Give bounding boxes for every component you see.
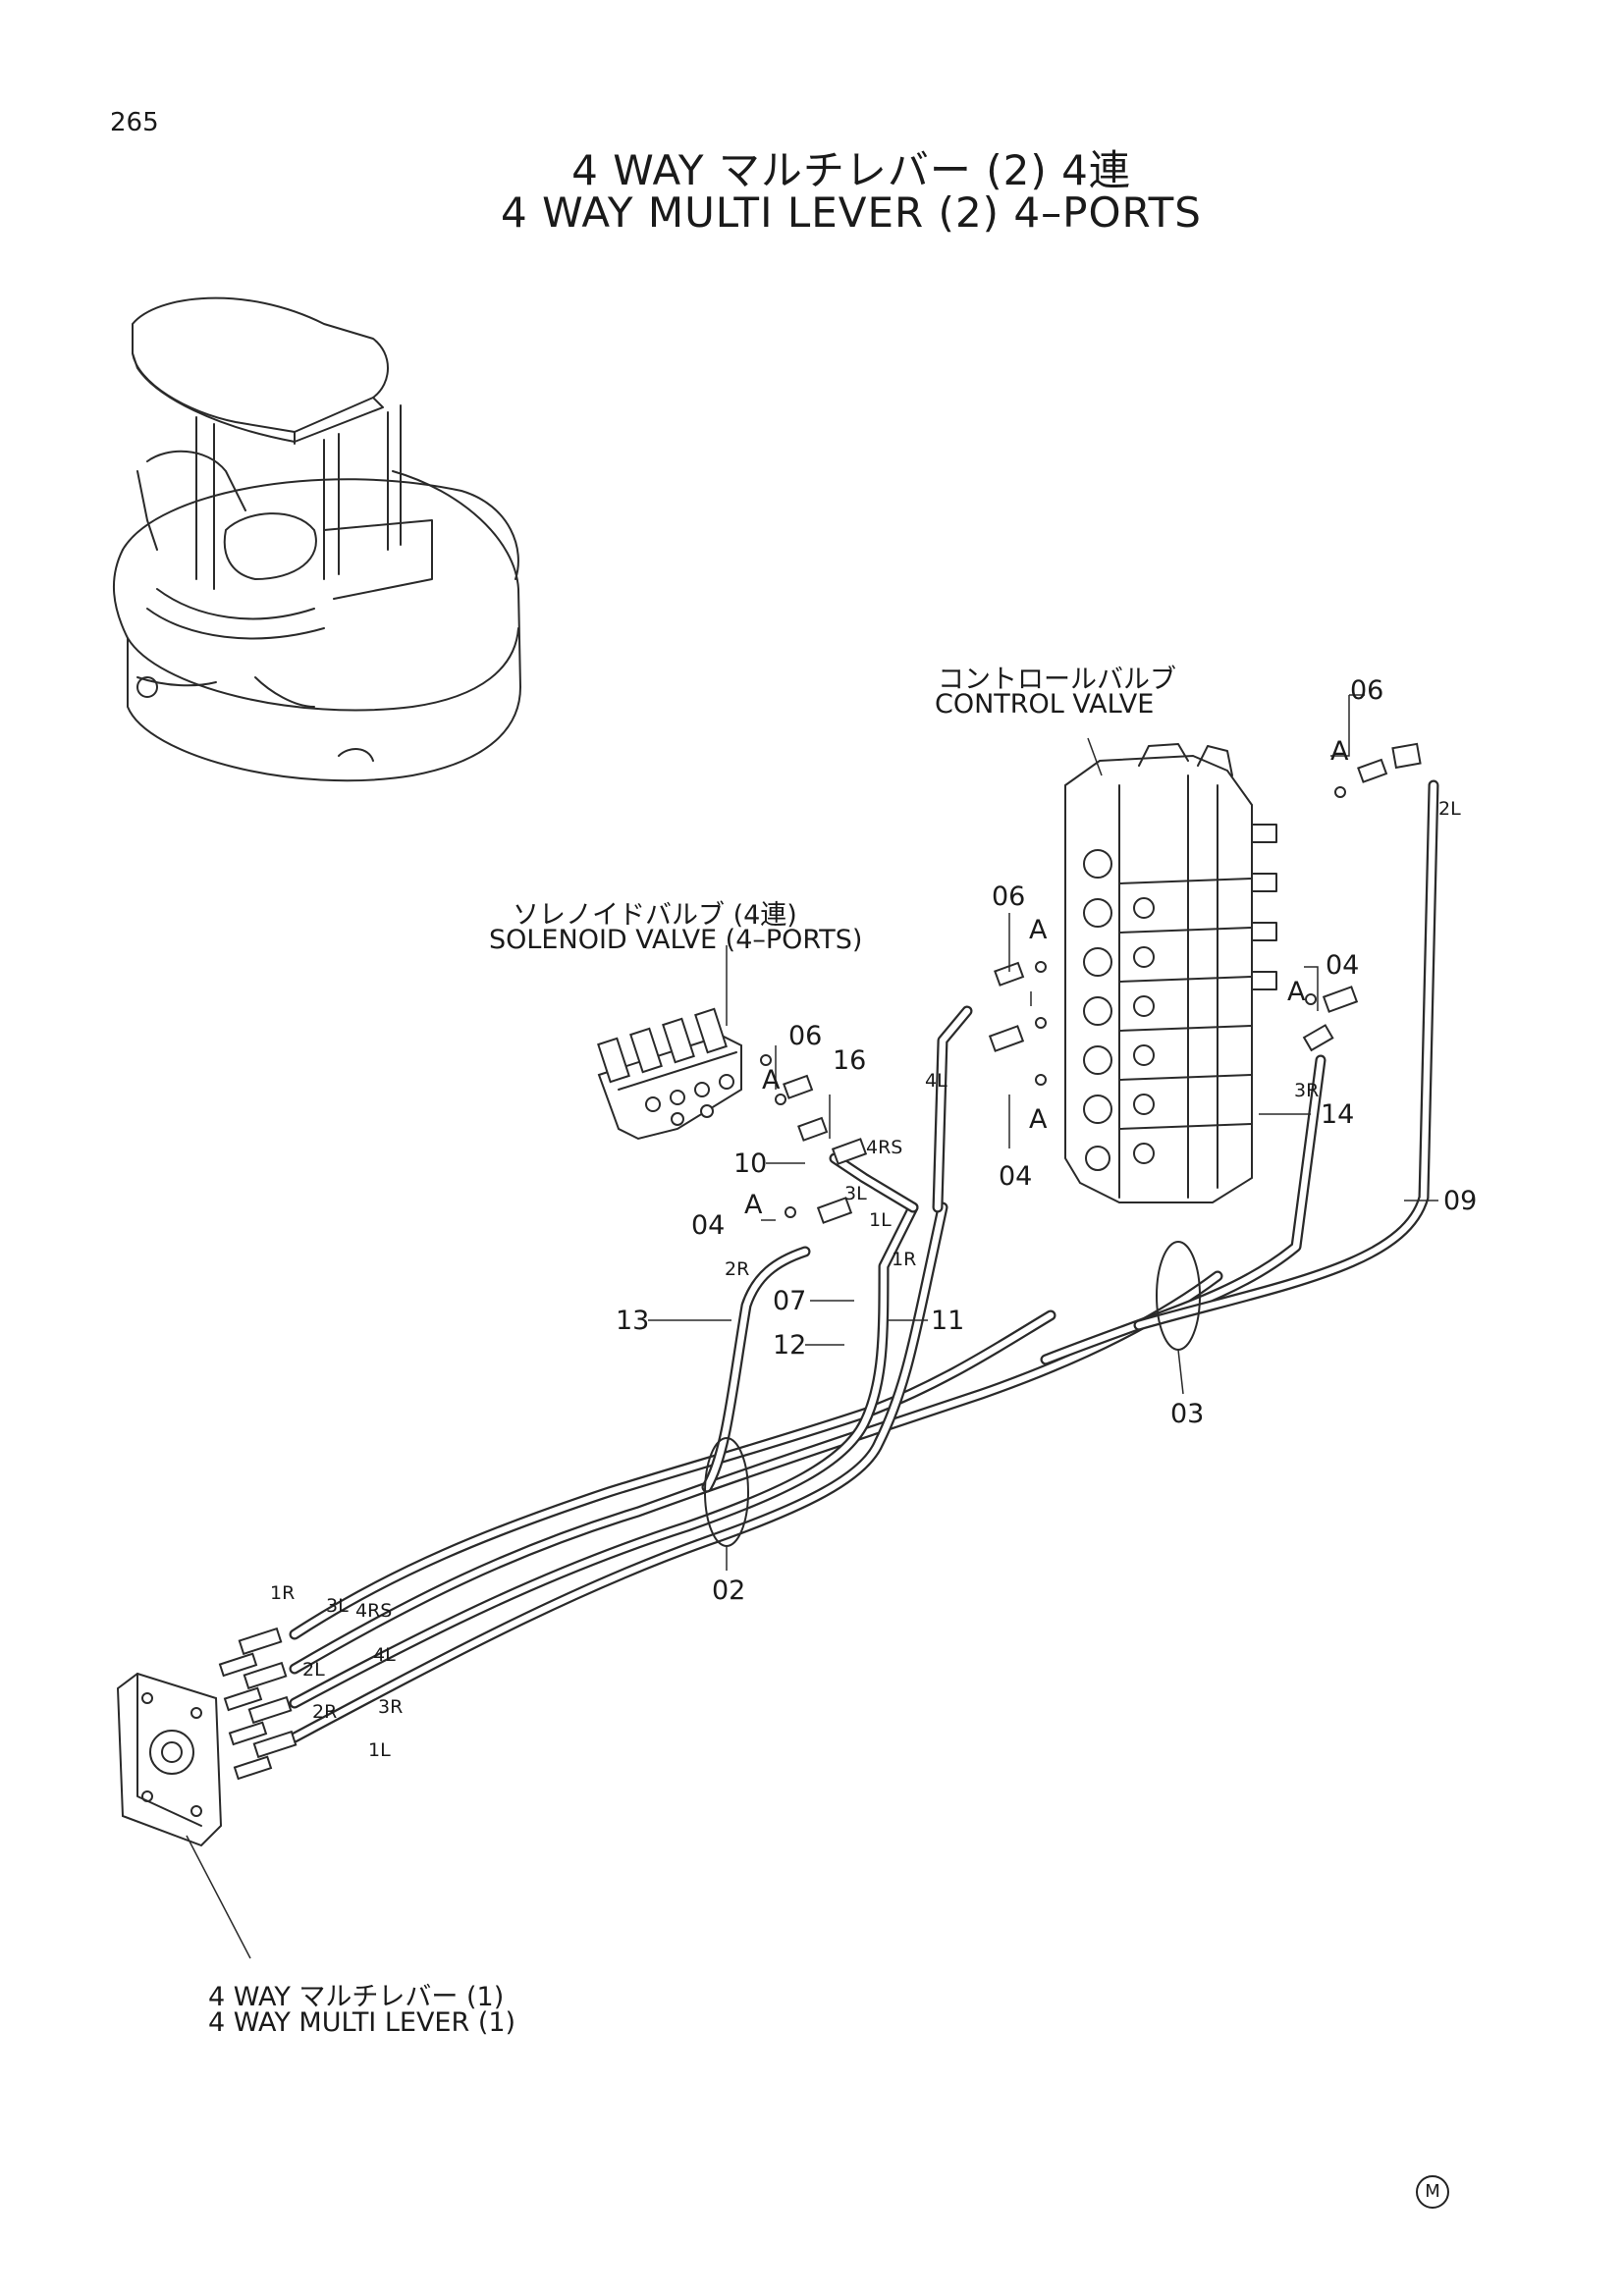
solenoid-valve-label-english: SOLENOID VALVE (4–PORTS) [489, 925, 863, 955]
port-label-3l: 3L [326, 1595, 349, 1617]
control-valve-illustration [1064, 737, 1277, 1203]
part-number-12: 12 [773, 1330, 807, 1361]
port-label-4rs: 4RS [866, 1137, 903, 1158]
detail-mark-a: A [762, 1065, 781, 1095]
part-number-09: 09 [1443, 1186, 1478, 1216]
hose-clamps [704, 1241, 1201, 1571]
control-valve-label-english: CONTROL VALVE [935, 689, 1155, 720]
port-label-2r: 2R [312, 1701, 338, 1723]
part-number-04: 04 [691, 1210, 726, 1241]
solenoid-valve-label-japanese: ソレノイドバルブ (4連) [513, 900, 797, 931]
part-number-07: 07 [773, 1286, 807, 1316]
part-number-13: 13 [616, 1306, 650, 1336]
port-label-1r: 1R [892, 1249, 917, 1270]
solenoid-valve-illustration [597, 945, 742, 1141]
hose-bundle [289, 779, 1439, 1743]
page-title-english: 4 WAY MULTI LEVER (2) 4–PORTS [501, 188, 1202, 237]
port-label-2r: 2R [725, 1258, 750, 1280]
port-label-2l: 2L [302, 1659, 325, 1681]
port-label-3r: 3R [1294, 1080, 1320, 1101]
part-number-10: 10 [733, 1148, 768, 1179]
part-number-14: 14 [1321, 1099, 1355, 1130]
part-number-02: 02 [712, 1575, 746, 1606]
detail-mark-a: A [1330, 736, 1349, 767]
part-number-11: 11 [931, 1306, 965, 1336]
part-number-06: 06 [992, 881, 1026, 912]
part-number-06: 06 [1350, 675, 1384, 706]
manufacturer-mark: M [1416, 2175, 1449, 2209]
port-label-3l: 3L [844, 1183, 867, 1204]
page-number: 265 [110, 108, 159, 137]
detail-mark-a: A [744, 1190, 763, 1220]
port-label-4l: 4L [925, 1070, 947, 1092]
part-number-04: 04 [1326, 950, 1360, 981]
detail-mark-a: A [1029, 915, 1048, 945]
multi-lever-block-illustration [116, 1672, 251, 1959]
port-label-4l: 4L [373, 1644, 396, 1666]
detail-mark-a: A [1287, 977, 1306, 1007]
part-number-16: 16 [833, 1045, 867, 1076]
port-label-1r: 1R [270, 1582, 296, 1604]
port-label-2l: 2L [1438, 798, 1461, 820]
fittings [218, 742, 1422, 1781]
port-label-1l: 1L [869, 1209, 892, 1231]
leader-lines [648, 694, 1438, 1346]
port-label-3r: 3R [378, 1696, 404, 1718]
part-number-04: 04 [999, 1161, 1033, 1192]
part-number-06: 06 [788, 1021, 823, 1051]
page-title-japanese: 4 WAY マルチレバー (2) 4連 [571, 146, 1131, 194]
control-valve-label-japanese: コントロールバルブ [938, 665, 1176, 695]
port-label-1l: 1L [368, 1739, 391, 1761]
port-label-4rs: 4RS [355, 1600, 393, 1622]
multi-lever-label-japanese: 4 WAY マルチレバー (1) [208, 1982, 505, 2012]
part-number-03: 03 [1170, 1399, 1205, 1429]
detail-mark-a: A [1029, 1104, 1048, 1135]
machine-overview-illustration [112, 296, 521, 782]
multi-lever-label-english: 4 WAY MULTI LEVER (1) [208, 2007, 516, 2038]
